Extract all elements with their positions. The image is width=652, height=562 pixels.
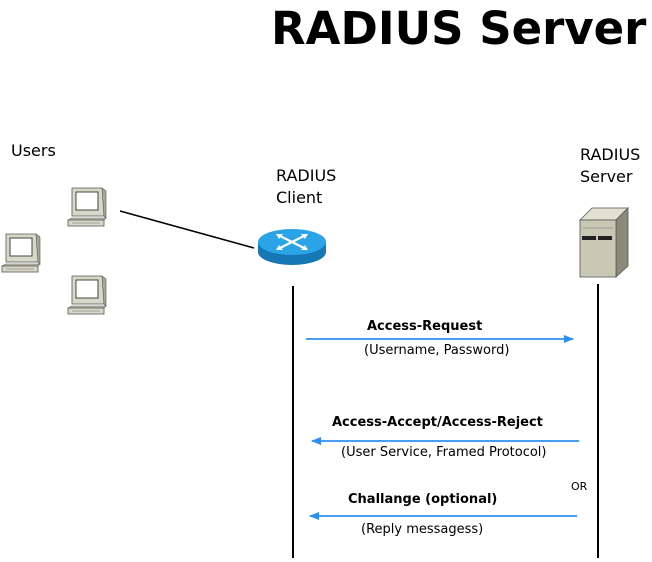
challenge-label: Challange (optional): [348, 492, 498, 507]
access-request-label: Access-Request: [367, 319, 483, 334]
server-label-line1: RADIUS: [580, 145, 641, 164]
computer-icon: [1, 233, 41, 273]
page-title: RADIUS Server: [271, 2, 647, 55]
access-accept-detail: (User Service, Framed Protocol): [341, 445, 547, 460]
client-label-line2: Client: [276, 188, 323, 207]
challenge-detail: (Reply messagess): [361, 522, 484, 537]
user-client-link: [119, 210, 255, 249]
access-request-detail: (Username, Password): [364, 343, 510, 358]
client-label-line1: RADIUS: [276, 166, 337, 185]
computer-icon: [67, 187, 107, 227]
users-label: Users: [11, 141, 56, 160]
server-label-line2: Server: [580, 167, 633, 186]
access-accept-label: Access-Accept/Access-Reject: [332, 415, 543, 430]
server-icon: [579, 207, 629, 278]
computer-icon: [67, 275, 107, 315]
or-label: OR: [571, 480, 588, 493]
router-icon: [258, 229, 326, 265]
